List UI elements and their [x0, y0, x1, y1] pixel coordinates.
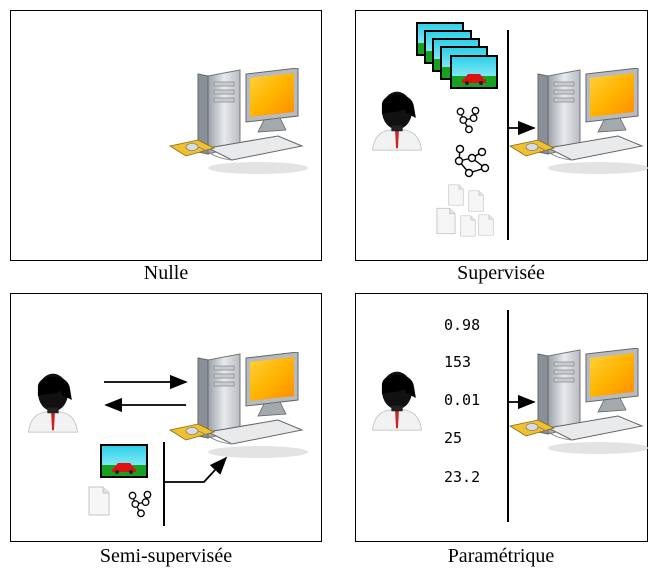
image-stack-icon [416, 22, 498, 89]
image-icon [100, 444, 148, 478]
user-icon [372, 91, 422, 151]
param-value: 0.01 [444, 391, 480, 409]
arrow [164, 456, 228, 483]
computer-icon [169, 352, 308, 459]
computer-icon [509, 68, 648, 175]
param-value: 0.98 [444, 316, 480, 334]
caption-parametrique: Paramétrique [447, 545, 555, 567]
param-value: 25 [444, 429, 462, 447]
caption-supervisee: Supervisée [457, 262, 545, 284]
computer-icon [509, 348, 648, 455]
param-value: 153 [444, 353, 471, 371]
computer-icon [169, 68, 308, 175]
user-icon [372, 371, 422, 431]
graph-icon [454, 144, 490, 178]
document-icon [88, 486, 110, 516]
caption-semi-supervisee: Semi-supervisée [99, 545, 233, 567]
caption-nulle: Nulle [143, 262, 189, 284]
graph-icon [128, 490, 152, 518]
documents-icon [436, 184, 494, 237]
graph-icon [456, 106, 480, 134]
user-icon [28, 373, 78, 433]
param-value: 23.2 [444, 468, 480, 486]
panel-nulle [10, 10, 322, 261]
